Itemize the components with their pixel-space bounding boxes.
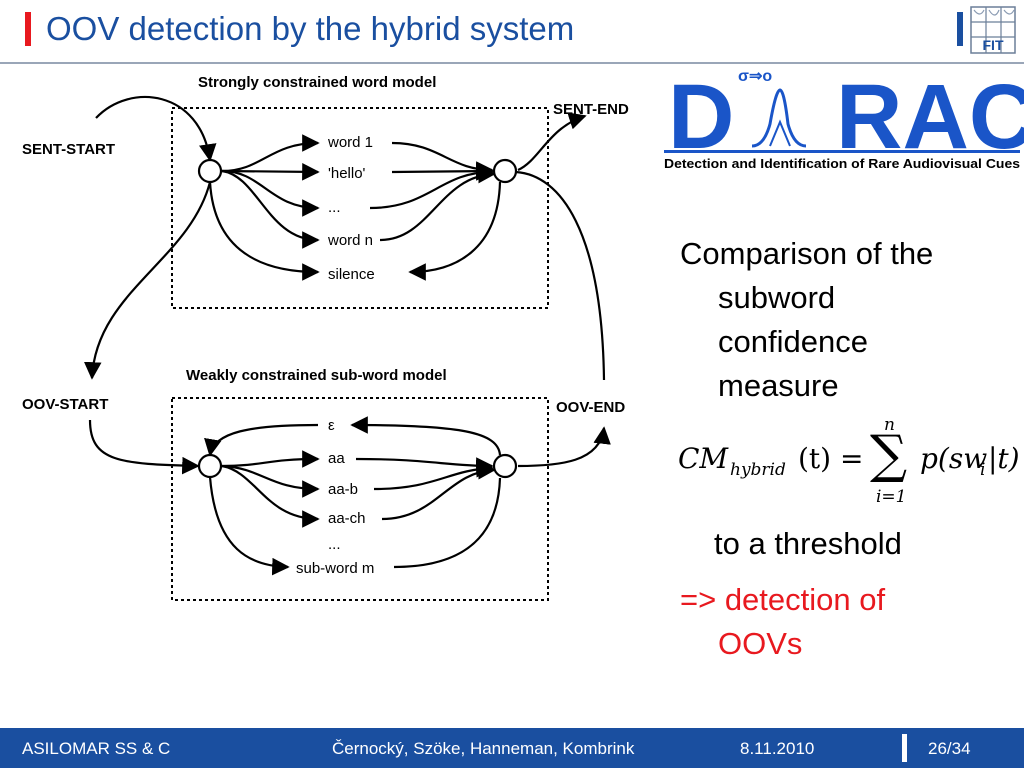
title-accent-bar (25, 12, 31, 46)
darac-symbol: σ⇒o (738, 68, 772, 85)
strong-item: ... (328, 199, 341, 216)
footer-conference: ASILOMAR SS & C (22, 739, 171, 758)
formula-sum-lower: i=1 (876, 487, 907, 507)
footer-authors: Černocký, Szöke, Hanneman, Kombrink (332, 739, 635, 758)
text-line: subword (718, 280, 836, 315)
footer-date: 8.11.2010 (740, 739, 815, 758)
weak-model-title: Weakly constrained sub-word model (186, 367, 447, 384)
slide-footer: ASILOMAR SS & C Černocký, Szöke, Hannema… (0, 728, 1024, 768)
sent-start-label: SENT-START (22, 141, 115, 158)
oov-start-label: OOV-START (22, 396, 108, 413)
weak-item: aa-ch (328, 510, 366, 527)
sent-end-label: SENT-END (553, 101, 629, 118)
weak-end-node (492, 453, 518, 479)
strong-model-box (171, 107, 549, 309)
confidence-formula: CM hybrid (t) = n ∑ i=1 p(sw i |t) (678, 415, 1020, 507)
formula-rhs: p(sw (920, 442, 987, 475)
formula-arg: (t) = (798, 442, 863, 475)
darac-subtitle: Detection and Identification of Rare Aud… (664, 156, 1020, 171)
formula-sum-sign: ∑ (870, 425, 907, 485)
formula-sum-upper: n (884, 415, 895, 435)
weak-item: aa-b (328, 481, 358, 498)
formula-rhs-tail: |t) (988, 442, 1020, 475)
peak-icon (769, 119, 791, 147)
formula-lhs: CM (678, 442, 729, 475)
strong-start-node (197, 158, 223, 184)
slide-header: OOV detection by the hybrid system FIT (0, 0, 1024, 62)
gaussian-icon (751, 88, 807, 148)
weak-item: ... (328, 536, 341, 553)
darac-underline (664, 150, 1020, 153)
detection-text: => detection of OOVs (680, 578, 885, 666)
detect-line: => detection of (680, 582, 886, 617)
slide-title: OOV detection by the hybrid system (46, 10, 575, 47)
comparison-text: Comparison of the subword confidence mea… (680, 232, 1020, 408)
strong-item: 'hello' (328, 165, 366, 182)
strong-end-node (492, 158, 518, 184)
text-line: Comparison of the (680, 236, 934, 271)
logo-accent-bar (957, 12, 963, 46)
oov-end-label: OOV-END (556, 399, 625, 416)
weak-start-node (197, 453, 223, 479)
fit-logo: FIT (970, 6, 1016, 54)
strong-item: word 1 (327, 134, 373, 151)
weak-model-box (171, 397, 549, 601)
hybrid-system-diagram: Strongly constrained word model Weakly c… (22, 74, 629, 601)
strong-item: silence (328, 266, 375, 283)
weak-item: ε (328, 417, 335, 434)
formula-subscript: hybrid (730, 460, 786, 480)
header-divider (0, 62, 1024, 64)
text-line: measure (718, 368, 839, 403)
formula-rhs-sub: i (980, 460, 985, 480)
weak-item: aa (328, 450, 345, 467)
footer-separator (902, 734, 907, 762)
footer-page-number: 26/34 (928, 739, 971, 758)
weak-item: sub-word m (296, 560, 374, 577)
strong-model-title: Strongly constrained word model (198, 74, 436, 91)
fit-logo-text: FIT (983, 37, 1004, 53)
darac-logo: D RAC σ⇒o Detection and Identification o… (664, 66, 1024, 171)
threshold-text: to a threshold (714, 526, 902, 561)
strong-item: word n (327, 232, 373, 249)
detect-line: OOVs (718, 626, 803, 661)
text-line: confidence (718, 324, 868, 359)
